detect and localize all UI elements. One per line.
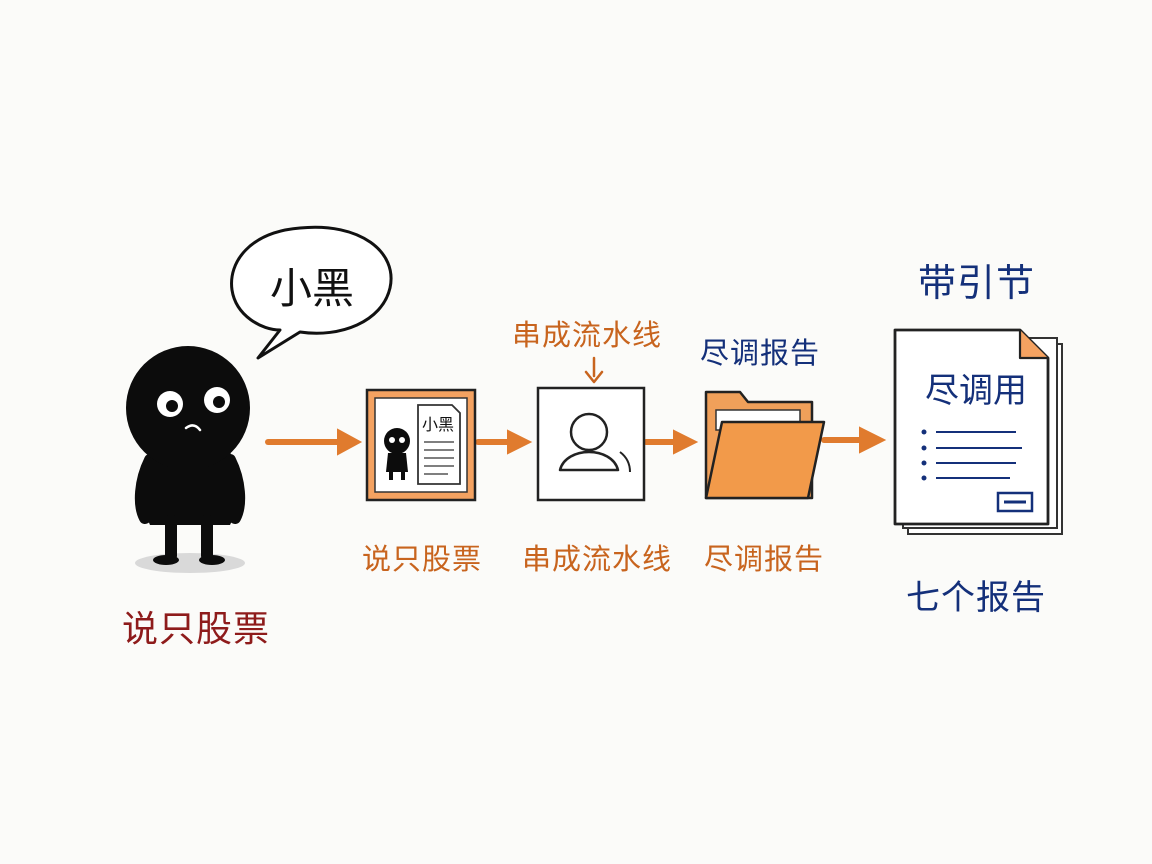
final-report-document: 尽调用: [893, 328, 1063, 535]
report-inner-title: 尽调用: [925, 371, 1027, 411]
character-caption: 说只股票: [122, 609, 271, 650]
step-1-inner-text: 小黑: [422, 415, 454, 434]
step-3-folder-icon: [704, 390, 826, 500]
speech-bubble: 小黑: [230, 225, 393, 360]
report-caption: 七个报告: [906, 578, 1046, 618]
report-top-label: 带引节: [918, 261, 1036, 305]
step-3-caption: 尽调报告: [704, 542, 825, 576]
step-1-caption: 说只股票: [362, 542, 483, 576]
arrows: [265, 426, 887, 456]
step-2-box: [536, 356, 646, 502]
character-figure: [126, 346, 250, 573]
step-1-box: 小黑: [365, 388, 477, 502]
step-2-top-label: 串成流水线: [512, 318, 663, 352]
step-2-caption: 串成流水线: [522, 542, 673, 576]
step-3-top-label: 尽调报告: [700, 336, 821, 370]
speech-bubble-text: 小黑: [270, 264, 354, 313]
